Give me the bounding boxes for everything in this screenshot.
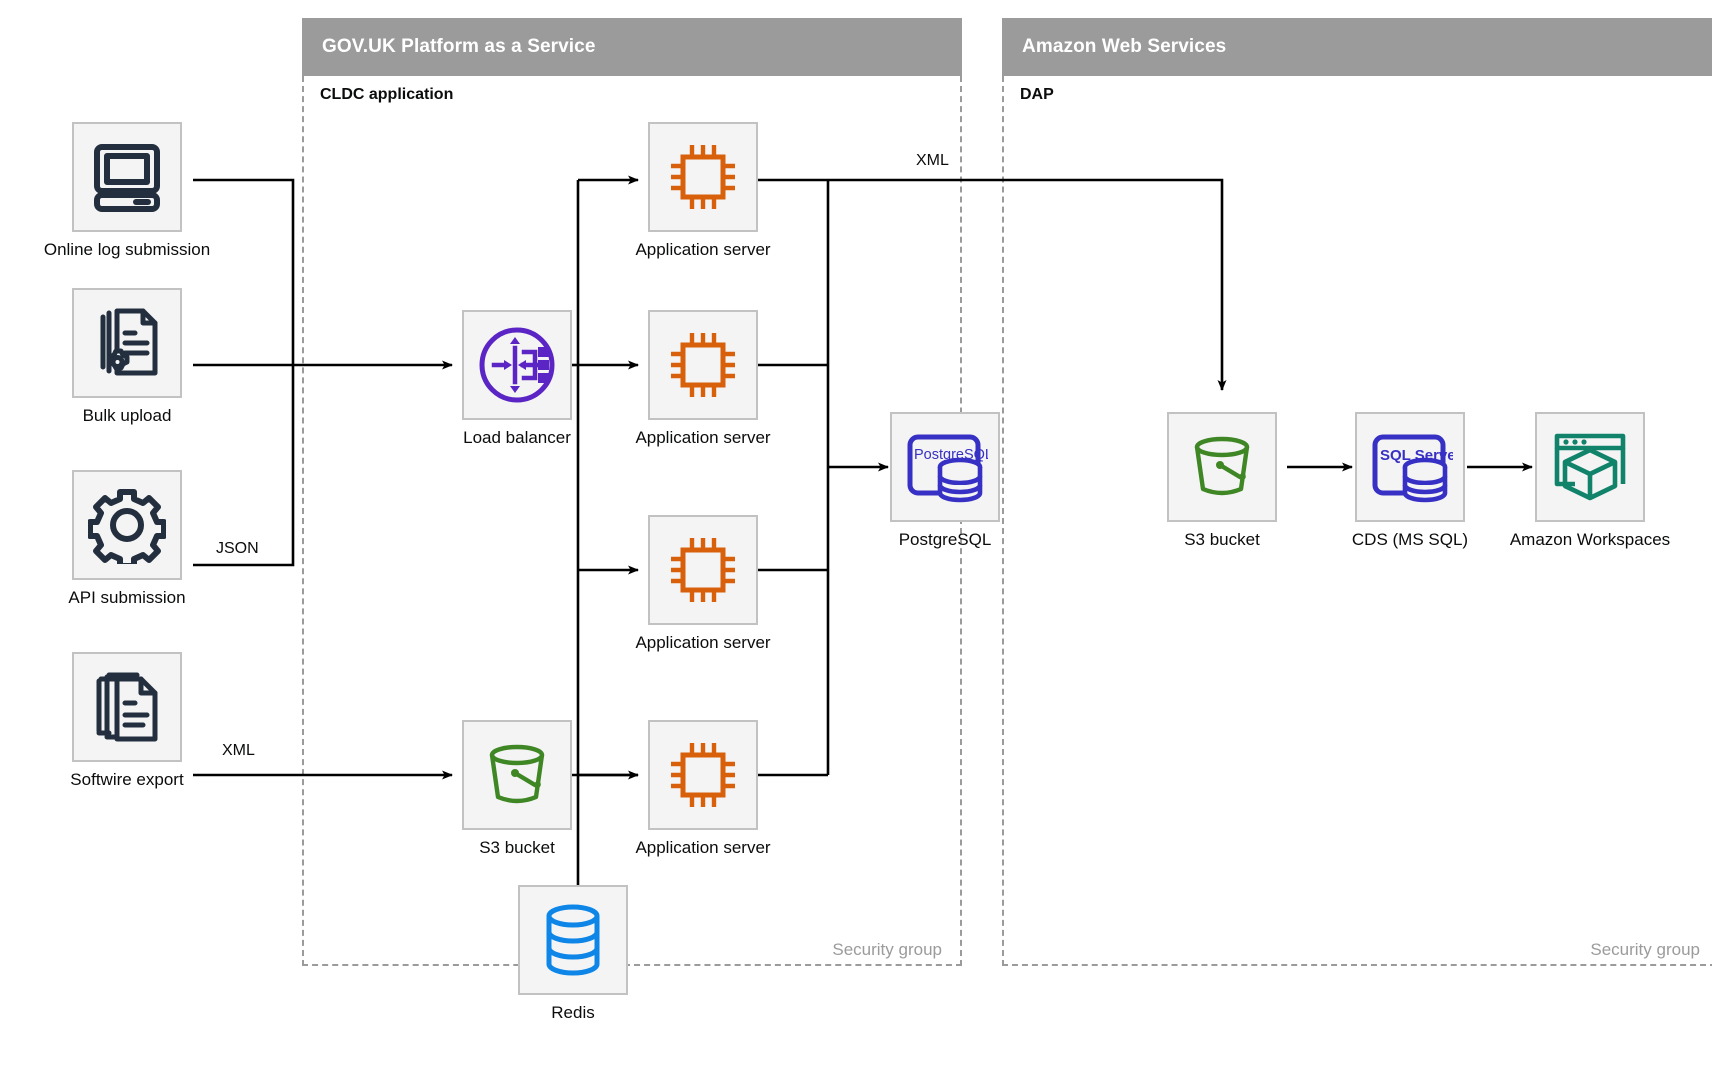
cpu-chip-icon bbox=[671, 145, 735, 209]
node-icon-box bbox=[462, 720, 572, 830]
security-group-label-aws: Security group bbox=[1590, 940, 1700, 959]
node-label: S3 bucket bbox=[1184, 530, 1260, 549]
sql-server-icon: SQL Server bbox=[1372, 434, 1453, 503]
documents-stack-icon bbox=[96, 672, 158, 742]
node-icon-box bbox=[648, 720, 758, 830]
edge-label-xml-out: XML bbox=[916, 152, 949, 169]
postgresql-icon: PostgreSQL bbox=[907, 434, 988, 503]
node-softwire-export[interactable]: Softwire export bbox=[70, 652, 184, 789]
node-label: PostgreSQL bbox=[898, 530, 992, 549]
node-label: Softwire export bbox=[70, 770, 184, 789]
node-postgresql[interactable]: PostgreSQL PostgreSQL bbox=[890, 412, 1000, 549]
cpu-chip-icon bbox=[671, 333, 735, 397]
node-icon-box bbox=[462, 310, 572, 420]
node-icon-box bbox=[72, 288, 182, 398]
group-subtitle-aws: DAP bbox=[1020, 86, 1054, 103]
node-amazon-workspaces[interactable]: Amazon Workspaces bbox=[1510, 412, 1670, 549]
security-group-label-paas: Security group bbox=[832, 940, 942, 959]
workspaces-icon bbox=[1554, 433, 1626, 501]
node-label: Application server bbox=[635, 240, 771, 259]
node-online-log-submission[interactable]: Online log submission bbox=[44, 122, 210, 259]
node-app-server-4[interactable]: Application server bbox=[635, 720, 771, 857]
desktop-computer-icon bbox=[94, 144, 160, 212]
node-label: Application server bbox=[635, 428, 771, 447]
node-s3-bucket-paas[interactable]: S3 bucket bbox=[462, 720, 572, 857]
edge-label-json: JSON bbox=[216, 540, 259, 557]
node-icon-box bbox=[518, 885, 628, 995]
document-gear-icon bbox=[100, 308, 158, 376]
bucket-icon bbox=[489, 744, 545, 804]
bucket-icon bbox=[1194, 436, 1250, 496]
cpu-chip-icon bbox=[671, 743, 735, 807]
node-label: API submission bbox=[68, 588, 186, 607]
node-api-submission[interactable]: API submission bbox=[68, 470, 186, 607]
node-label: Redis bbox=[551, 1003, 595, 1022]
node-icon-box bbox=[72, 470, 182, 580]
node-icon-box bbox=[648, 515, 758, 625]
cpu-chip-icon bbox=[671, 538, 735, 602]
node-label: Amazon Workspaces bbox=[1509, 530, 1671, 549]
node-icon-box bbox=[648, 310, 758, 420]
group-box-paas bbox=[302, 76, 962, 966]
node-label: Bulk upload bbox=[82, 406, 172, 425]
gear-icon bbox=[88, 489, 166, 564]
group-header-aws: Amazon Web Services bbox=[1002, 18, 1712, 76]
node-icon-box bbox=[1535, 412, 1645, 522]
node-label: Load balancer bbox=[463, 428, 571, 447]
group-subtitle-paas: CLDC application bbox=[320, 86, 454, 103]
node-load-balancer[interactable]: Load balancer bbox=[462, 310, 572, 447]
node-icon-box: SQL Server bbox=[1355, 412, 1465, 522]
node-redis[interactable]: Redis bbox=[518, 885, 628, 1022]
node-label: Application server bbox=[635, 838, 771, 857]
node-app-server-2[interactable]: Application server bbox=[635, 310, 771, 447]
node-icon-box bbox=[72, 122, 182, 232]
load-balancer-icon bbox=[479, 327, 555, 403]
node-icon-box: PostgreSQL bbox=[890, 412, 1000, 522]
node-bulk-upload[interactable]: Bulk upload bbox=[72, 288, 182, 425]
node-icon-box bbox=[72, 652, 182, 762]
node-app-server-3[interactable]: Application server bbox=[635, 515, 771, 652]
redis-database-icon bbox=[546, 904, 600, 976]
group-header-paas: GOV.UK Platform as a Service bbox=[302, 18, 962, 76]
group-title-paas: GOV.UK Platform as a Service bbox=[322, 36, 596, 57]
node-app-server-1[interactable]: Application server bbox=[635, 122, 771, 259]
node-label: CDS (MS SQL) bbox=[1351, 530, 1469, 549]
node-cds-ms-sql[interactable]: SQL Server CDS (MS SQL) bbox=[1352, 412, 1468, 549]
node-label: S3 bucket bbox=[479, 838, 555, 857]
group-box-aws bbox=[1002, 76, 1712, 966]
node-icon-box bbox=[1167, 412, 1277, 522]
node-s3-bucket-aws[interactable]: S3 bucket bbox=[1167, 412, 1277, 549]
group-title-aws: Amazon Web Services bbox=[1022, 36, 1227, 57]
edge-label-xml-in: XML bbox=[222, 742, 255, 759]
node-label: Online log submission bbox=[43, 240, 211, 259]
node-label: Application server bbox=[635, 633, 771, 652]
node-icon-box bbox=[648, 122, 758, 232]
